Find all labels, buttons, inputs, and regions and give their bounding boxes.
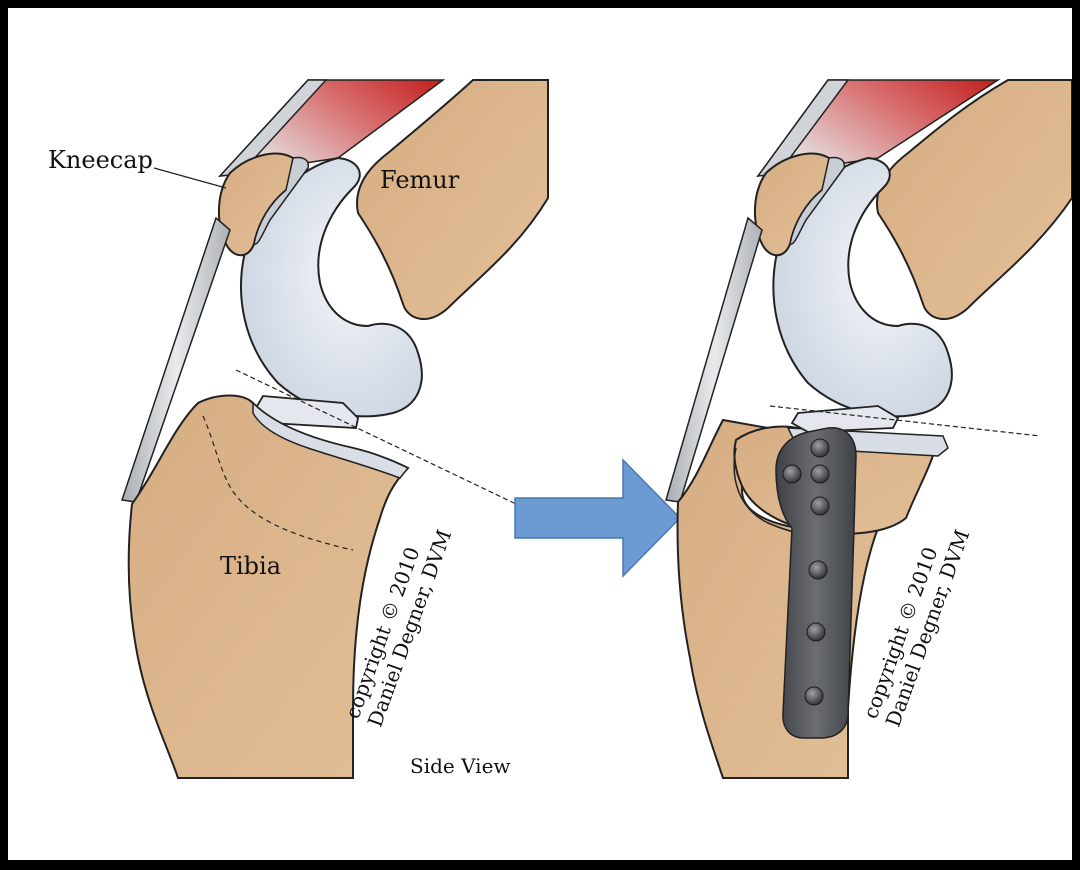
- screw: [806, 622, 826, 642]
- right-kneecap-cartilage: [789, 156, 846, 245]
- right-femur-bone: [876, 79, 1072, 321]
- bone-plate: [775, 427, 857, 739]
- bone-screws: [782, 438, 830, 706]
- label-femur: Femur: [380, 166, 460, 194]
- knee-diagram: Kneecap Femur Tibia Side View copyright …: [48, 79, 1072, 779]
- left-osteotomy-line: [202, 415, 354, 551]
- right-meniscus: [790, 405, 900, 433]
- left-kneecap-cartilage: [253, 156, 310, 245]
- left-knee: [121, 79, 549, 779]
- left-tibia-bone: [127, 394, 410, 779]
- screw: [810, 438, 830, 458]
- right-knee: [665, 79, 1072, 779]
- screw: [782, 464, 802, 484]
- screw: [810, 464, 830, 484]
- screw: [808, 560, 828, 580]
- left-femoral-cartilage: [240, 156, 423, 418]
- diagram-canvas: Kneecap Femur Tibia Side View copyright …: [8, 8, 1072, 860]
- transition-arrow: [514, 458, 682, 578]
- copyright-right: copyright © 2010 Daniel Degner, DVM: [858, 526, 974, 730]
- right-femoral-cartilage: [772, 156, 953, 418]
- label-kneecap: Kneecap: [48, 146, 153, 174]
- left-plateau-slope-line: [235, 369, 517, 505]
- left-tibial-cartilage: [252, 401, 410, 479]
- screw: [810, 496, 830, 516]
- screw: [804, 686, 824, 706]
- left-femur-bone: [356, 79, 549, 321]
- label-side-view: Side View: [410, 754, 511, 778]
- right-plateau-slope-line: [769, 405, 1041, 437]
- kneecap-leader-line: [153, 167, 227, 189]
- label-tibia: Tibia: [220, 552, 281, 580]
